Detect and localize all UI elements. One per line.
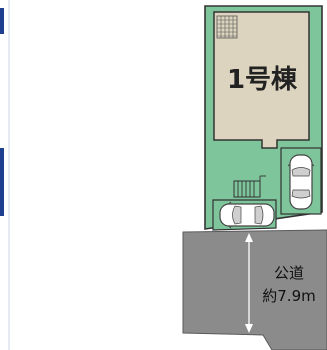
- entrance-steps-icon: [233, 175, 266, 198]
- building-footprint: [213, 11, 310, 149]
- dimension-arrow-icon: [245, 233, 253, 333]
- accent-bar-top: [0, 8, 4, 34]
- road-width-label: 約7.9m: [262, 287, 315, 305]
- left-divider: [8, 0, 10, 350]
- building-label: 1号棟: [227, 65, 298, 95]
- road-area: [182, 229, 327, 350]
- car-icon: [219, 201, 275, 229]
- road-type-label: 公道: [274, 264, 304, 282]
- accent-bar-bottom: [0, 148, 4, 216]
- car-icon: [287, 154, 315, 210]
- stair-grid-icon: [216, 15, 238, 39]
